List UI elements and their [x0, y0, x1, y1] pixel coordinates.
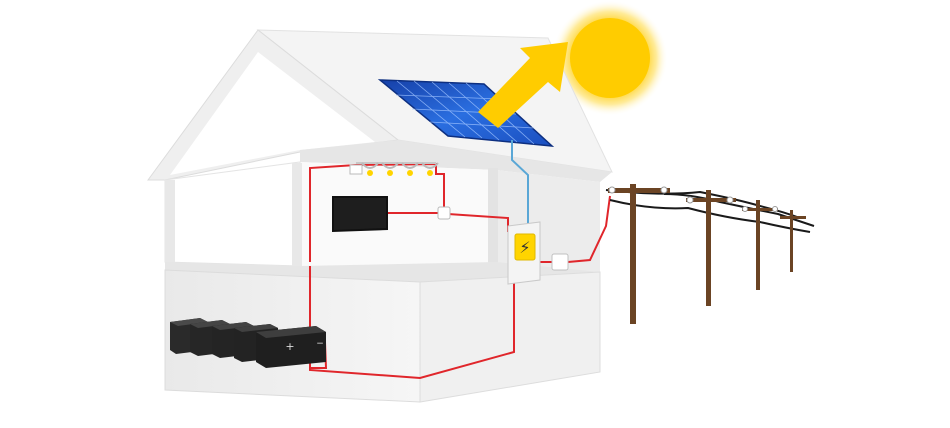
- inverter-icon: ⚡: [507, 221, 541, 285]
- sun-icon: [552, 0, 668, 116]
- battery-plus-label: +: [285, 340, 294, 353]
- battery-icon: [256, 326, 326, 368]
- utility-pole-icon: [686, 190, 736, 306]
- utility-lines: [605, 184, 815, 324]
- inverter-symbol: ⚡: [519, 238, 530, 257]
- meter-box: [551, 253, 569, 271]
- battery-bank: + −: [170, 318, 326, 368]
- junction-box: [437, 206, 451, 220]
- sun-ray-arrow: [478, 42, 568, 128]
- utility-pole-icon: [742, 200, 778, 290]
- tv-icon: [332, 196, 388, 232]
- utility-pole-icon: [780, 210, 806, 272]
- ceiling-lamp-icon: [349, 162, 439, 176]
- battery-minus-label: −: [316, 339, 324, 349]
- panel-cable: [511, 140, 529, 226]
- utility-pole-icon: [608, 184, 670, 324]
